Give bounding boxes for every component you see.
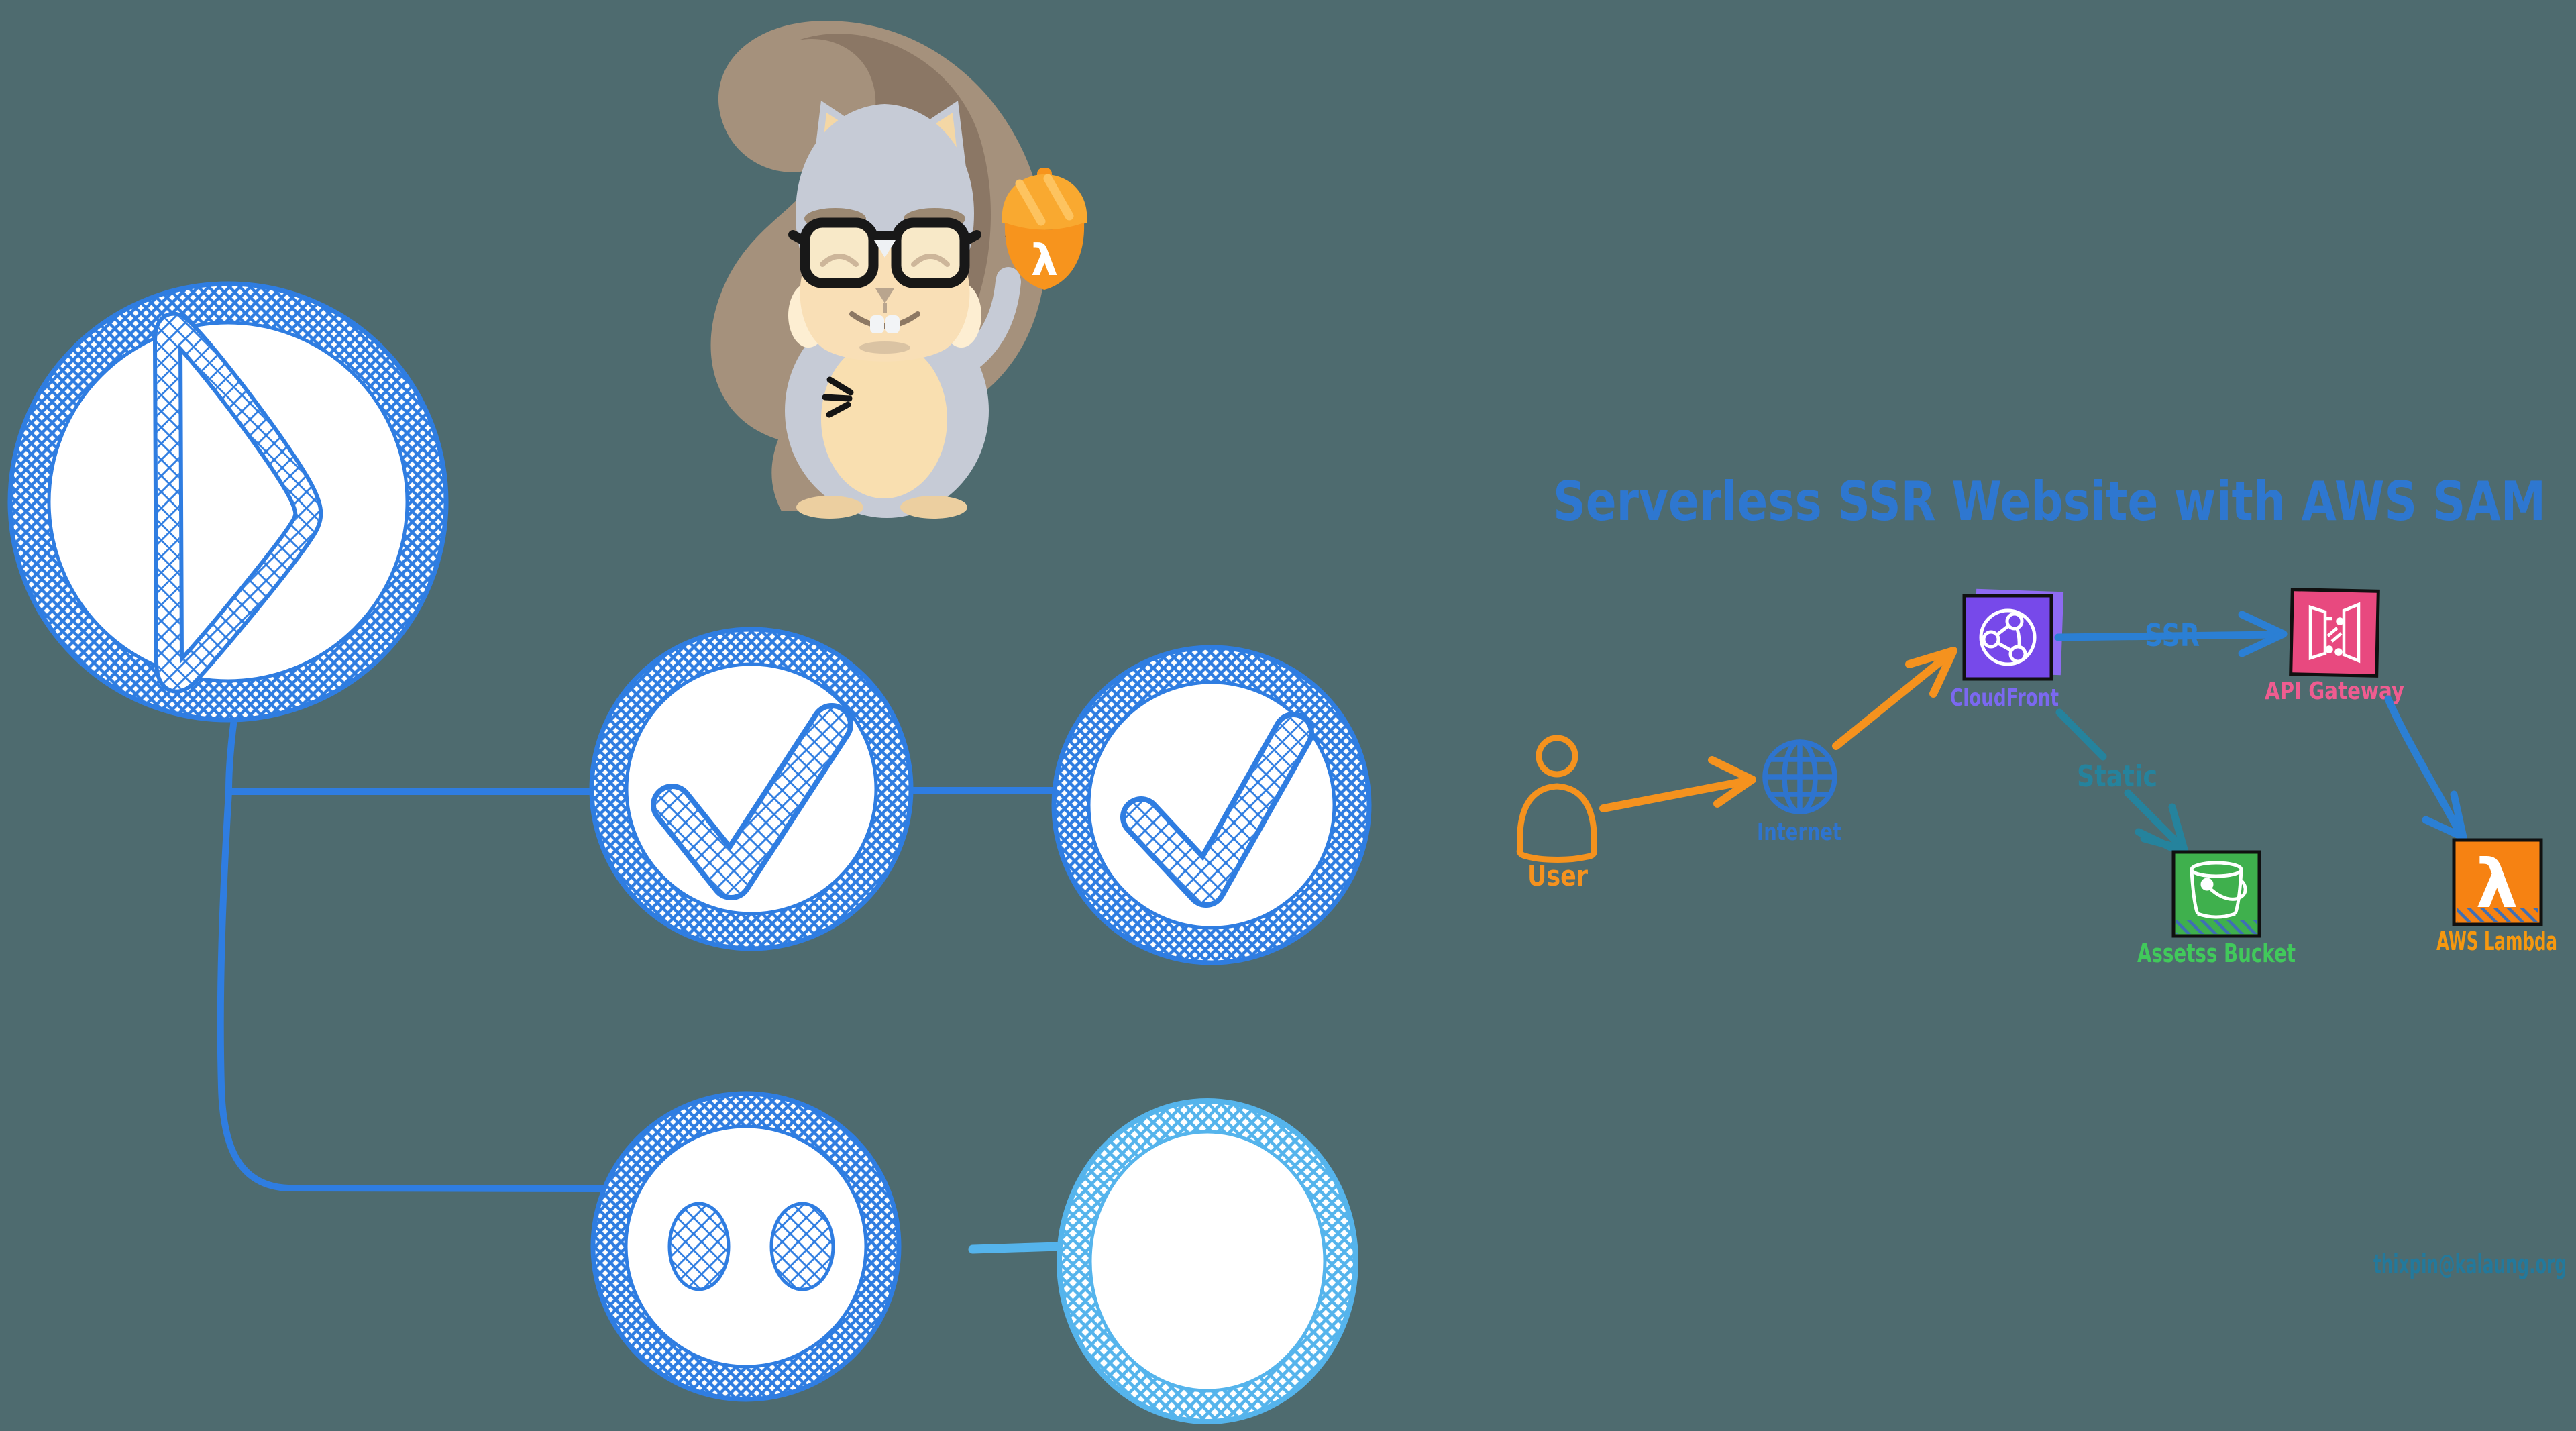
node-dots-step — [590, 1091, 902, 1402]
node-internet: Internet — [1757, 739, 1841, 846]
flowchart-connectors — [217, 716, 1059, 1192]
node-aws-lambda: λ AWS Lambda — [2436, 838, 2557, 956]
arrow-user-internet — [1599, 756, 1756, 812]
aws-lambda-label: AWS Lambda — [2436, 926, 2557, 956]
lambda-acorn-icon: λ — [1002, 168, 1087, 290]
node-check-step-2 — [1051, 645, 1372, 965]
flowchart — [7, 281, 1372, 1424]
arrow-ssr: SSR — [2054, 611, 2288, 657]
lambda-icon: λ — [2475, 845, 2518, 923]
assets-bucket-hatch-strip — [2176, 920, 2257, 934]
acorn-lambda-glyph: λ — [1031, 236, 1059, 286]
arrow-internet-cloudfront — [1832, 647, 1957, 750]
node-cloudfront: CloudFront — [1950, 588, 2064, 712]
squirrel-lip-shadow — [859, 341, 910, 354]
two-dots-icon — [667, 1202, 835, 1291]
squirrel-mascot: λ — [710, 21, 1087, 519]
api-gateway-square — [2289, 588, 2380, 678]
squirrel-paw — [996, 267, 1020, 291]
api-gateway-icon — [2308, 602, 2361, 664]
arrow-api-lambda — [2384, 695, 2467, 841]
aws-lambda-hatch-strip — [2457, 908, 2538, 922]
closed-eye-right — [911, 254, 950, 267]
cloudfront-square — [1962, 594, 2053, 681]
closed-eye-left — [820, 254, 859, 267]
glasses-icon — [788, 217, 981, 288]
user-label: User — [1527, 859, 1588, 892]
node-empty-step — [1057, 1098, 1358, 1424]
watermark: thixpin@kalaung.org — [2373, 1249, 2567, 1280]
connector-play-dots — [217, 788, 610, 1192]
squirrel-arm — [947, 269, 1021, 378]
check-icon — [1120, 712, 1314, 908]
squirrel-tooth-left — [870, 315, 884, 333]
node-user: User — [1516, 735, 1597, 892]
squirrel-tooth-right — [885, 315, 900, 333]
cloudfront-label: CloudFront — [1950, 684, 2059, 712]
diagram-title: Serverless SSR Website with AWS SAM — [1553, 470, 2546, 533]
arrow-static: Static — [2055, 708, 2188, 853]
squirrel-smile — [849, 311, 920, 329]
api-gateway-label: API Gateway — [2265, 678, 2404, 705]
connector-play-down — [225, 716, 237, 795]
node-api-gateway: API Gateway — [2265, 588, 2404, 705]
squirrel-belly — [821, 340, 947, 498]
node-check-step-1 — [589, 627, 914, 951]
ssr-edge-label: SSR — [2145, 617, 2200, 653]
check-icon — [651, 703, 853, 900]
squirrel-foot-left — [796, 496, 863, 519]
static-edge-label: Static — [2077, 759, 2157, 794]
cloudfront-icon — [1979, 608, 2037, 666]
internet-label: Internet — [1757, 818, 1841, 846]
user-icon — [1516, 735, 1597, 863]
squirrel-nose — [875, 288, 894, 303]
squirrel-foot-right — [900, 496, 967, 519]
globe-icon — [1762, 739, 1837, 814]
claw-marks-icon — [822, 376, 854, 418]
node-assets-bucket: Assetss Bucket — [2137, 850, 2296, 968]
play-icon — [153, 311, 323, 694]
bucket-icon — [2190, 861, 2247, 919]
connector-dots-empty — [968, 1242, 1063, 1254]
assets-bucket-label: Assetss Bucket — [2137, 939, 2296, 968]
node-play-step — [7, 281, 449, 723]
aws-diagram: Serverless SSR Website with AWS SAM User — [1516, 470, 2567, 1280]
